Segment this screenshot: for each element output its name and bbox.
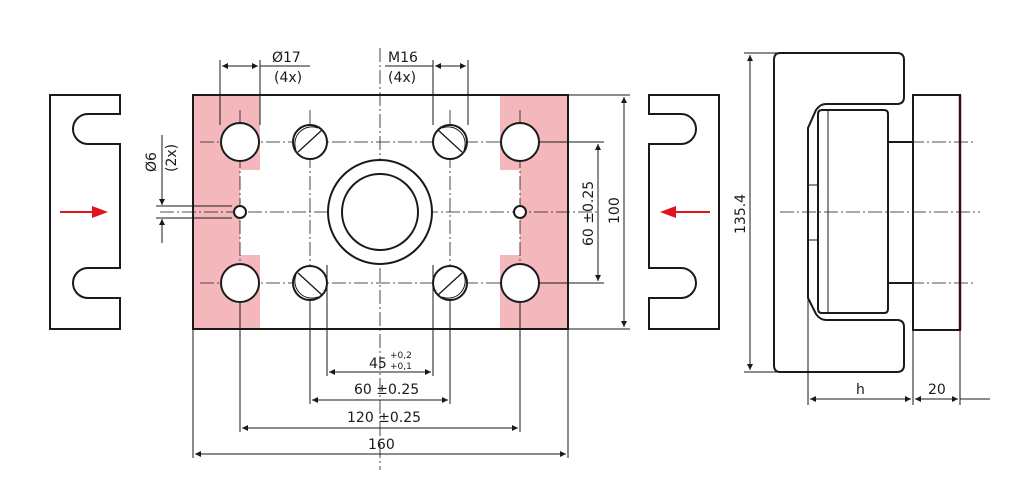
- side-view-dimensions: 135.4 h 20: [733, 52, 990, 405]
- front-view-dimensions: Ø17 (4x) M16 (4x) Ø6 (2x) 45 +0,2 +0,1: [144, 50, 630, 458]
- pin-quantity-label: (2x): [164, 144, 180, 172]
- through-hole: [220, 122, 260, 162]
- dim-20-label: 20: [928, 382, 946, 398]
- dim-135-label: 135.4: [733, 194, 749, 234]
- hole-diameter-label: Ø17: [272, 50, 301, 66]
- side-view: [773, 52, 980, 373]
- threaded-hole: [432, 265, 468, 301]
- central-bore: [327, 159, 433, 265]
- through-hole: [500, 263, 540, 303]
- thread-quantity-label: (4x): [388, 70, 416, 86]
- arrow-left-icon: [660, 206, 710, 218]
- through-hole: [220, 263, 260, 303]
- side-insert: [817, 109, 889, 314]
- side-plate: [912, 94, 961, 331]
- tolerance-lower: +0,1: [390, 362, 412, 372]
- side-body: [773, 52, 905, 373]
- hole-quantity-label: (4x): [274, 70, 302, 86]
- left-clamp-jaw: [49, 94, 121, 330]
- threaded-hole: [292, 124, 328, 160]
- right-clamp-jaw: [648, 94, 720, 330]
- dim-60-horizontal-label: 60 ±0.25: [354, 382, 419, 398]
- pin-hole: [513, 205, 527, 219]
- tolerance-upper: +0,2: [390, 351, 412, 361]
- pin-diameter-label: Ø6: [144, 152, 160, 172]
- thread-size-label: M16: [388, 50, 418, 66]
- arrow-right-icon: [60, 206, 108, 218]
- dim-h-label: h: [856, 382, 865, 398]
- dim-60-vertical-label: 60 ±0.25: [581, 181, 597, 246]
- dim-120-label: 120 ±0.25: [347, 410, 421, 426]
- pin-hole: [233, 205, 247, 219]
- dim-160-label: 160: [368, 437, 395, 453]
- through-hole: [500, 122, 540, 162]
- right-zone-notch: [499, 170, 520, 255]
- dim-100-label: 100: [607, 197, 623, 224]
- left-zone-notch: [240, 170, 261, 255]
- threaded-hole: [292, 265, 328, 301]
- threaded-hole: [432, 124, 468, 160]
- main-plate: [160, 48, 600, 470]
- dim-45-label: 45: [369, 356, 387, 372]
